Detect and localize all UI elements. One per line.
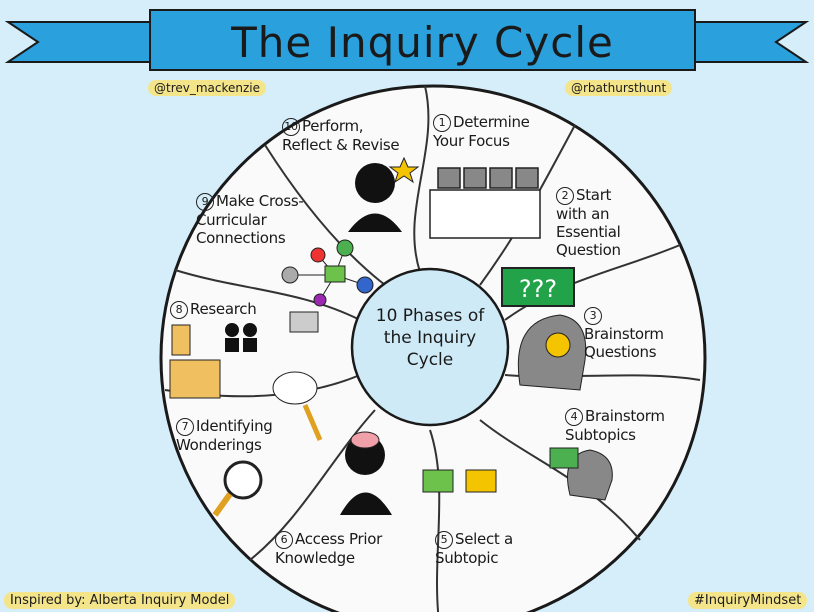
question-board-text: ??? (519, 275, 557, 303)
phase-label: Start with an Essential Question (556, 186, 621, 259)
person-brain-illustration (340, 431, 392, 515)
phase-3: 3Brainstorm Questions (584, 306, 670, 361)
phase-label: Brainstorm Questions (584, 325, 664, 361)
star-icon (388, 156, 420, 184)
pillars-illustration (429, 167, 541, 239)
question-board (501, 267, 575, 307)
center-circle (350, 267, 510, 427)
thought-cloud-magnifier-illustration (272, 371, 323, 441)
phase-number: 7 (176, 418, 194, 436)
hashtag: #InquiryMindset (688, 592, 808, 609)
phase-number: 6 (275, 531, 293, 549)
phase-number: 4 (565, 408, 583, 426)
phase-label: Determine Your Focus (433, 113, 530, 150)
speech-bubbles-illustration (422, 469, 497, 493)
phase-number: 2 (556, 187, 574, 205)
author-handle-right: @rbathursthunt (565, 80, 673, 96)
phase-label: Perform, Reflect & Revise (282, 117, 400, 154)
phase-number: 5 (435, 531, 453, 549)
phase-number: 3 (584, 307, 602, 325)
center-label: 10 Phases of the Inquiry Cycle (375, 306, 485, 370)
phase-number: 8 (170, 301, 188, 319)
connections-network-illustration (281, 239, 374, 307)
phase-number: 1 (433, 114, 451, 132)
phase-label: Access Prior Knowledge (275, 530, 382, 567)
banner (149, 9, 696, 71)
phase-label: Research (190, 300, 257, 318)
phase-number: 9 (196, 193, 214, 211)
magnifying-glass-illustration (212, 460, 263, 517)
phase-number: 10 (282, 118, 300, 136)
inspired-by-credit: Inspired by: Alberta Inquiry Model (4, 592, 236, 609)
phase-label: Identifying Wonderings (176, 417, 273, 454)
head-gear-subtopics-illustration (549, 447, 613, 501)
head-gear-illustration (517, 314, 587, 391)
phase-label: Select a Subtopic (435, 530, 513, 567)
research-people-illustration (169, 311, 319, 399)
banner-tail-left (4, 21, 151, 63)
phase-label: Make Cross-Curricular Connections (196, 192, 304, 247)
author-handle-left: @trev_mackenzie (148, 80, 267, 96)
phase-label: Brainstorm Subtopics (565, 407, 665, 444)
page-title: The Inquiry Cycle (231, 18, 614, 67)
person-silhouette-perform (348, 163, 402, 232)
